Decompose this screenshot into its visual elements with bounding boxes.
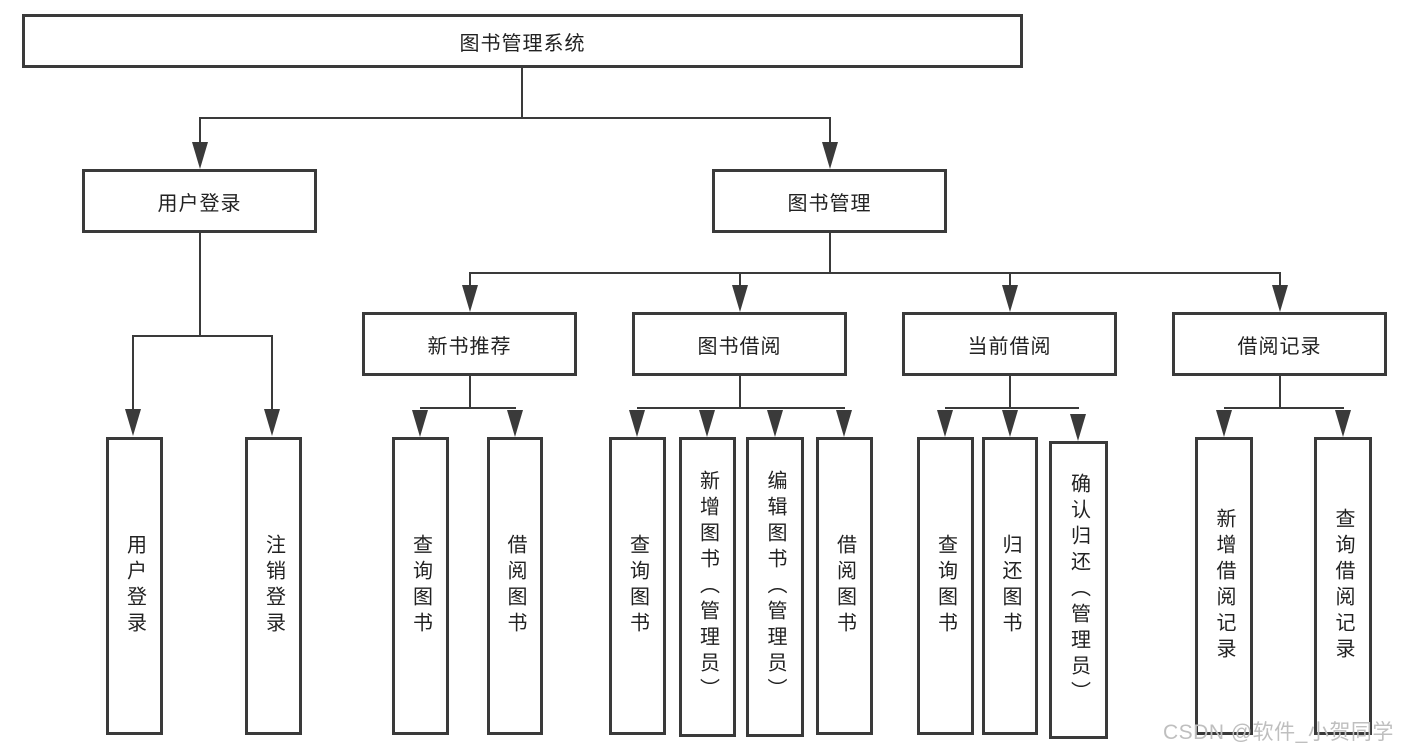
connector-line xyxy=(637,407,845,409)
leaf-logout: 注销登录 xyxy=(245,437,302,735)
leaf-label: 确认归还（管理员） xyxy=(1067,473,1090,707)
node-borrow-record: 借阅记录 xyxy=(1172,312,1387,376)
arrow-down-icon xyxy=(629,410,645,437)
leaf-label: 归还图书 xyxy=(999,534,1021,638)
leaf-label: 查询图书 xyxy=(626,534,649,638)
leaf-label: 查询图书 xyxy=(934,534,957,638)
leaf-label: 编辑图书（管理员） xyxy=(764,470,786,704)
connector-line xyxy=(132,335,134,410)
connector-line xyxy=(1279,272,1281,286)
connector-line xyxy=(271,335,273,410)
leaf-edit-book-admin: 编辑图书（管理员） xyxy=(746,437,804,737)
arrow-down-icon xyxy=(822,142,838,169)
connector-line xyxy=(199,117,831,119)
node-label: 用户登录 xyxy=(157,192,242,215)
arrow-down-icon xyxy=(1002,410,1018,437)
connector-line xyxy=(199,117,201,143)
arrow-down-icon xyxy=(836,410,852,437)
arrow-down-icon xyxy=(1002,285,1018,312)
leaf-label: 查询借阅记录 xyxy=(1332,508,1354,664)
node-current-borrow: 当前借阅 xyxy=(902,312,1117,376)
leaf-query-borrow-record: 查询借阅记录 xyxy=(1314,437,1372,735)
connector-line xyxy=(829,117,831,143)
leaf-label: 借阅图书 xyxy=(833,534,856,638)
leaf-add-borrow-record: 新增借阅记录 xyxy=(1195,437,1253,735)
connector-line xyxy=(1009,375,1011,409)
arrow-down-icon xyxy=(1272,285,1288,312)
node-book-borrow: 图书借阅 xyxy=(632,312,847,376)
node-book-management: 图书管理 xyxy=(712,169,947,233)
leaf-confirm-return-admin: 确认归还（管理员） xyxy=(1049,441,1108,739)
connector-line xyxy=(132,335,273,337)
arrow-down-icon xyxy=(462,285,478,312)
node-root-system: 图书管理系统 xyxy=(22,14,1023,68)
arrow-down-icon xyxy=(1216,410,1232,437)
arrow-down-icon xyxy=(937,410,953,437)
leaf-add-book-admin: 新增图书（管理员） xyxy=(679,437,736,737)
arrow-down-icon xyxy=(125,409,141,436)
watermark-text: CSDN @软件_小贺同学 xyxy=(1163,721,1394,744)
leaf-query-book: 查询图书 xyxy=(917,437,974,735)
leaf-borrow-book: 借阅图书 xyxy=(816,437,873,735)
connector-line xyxy=(1009,272,1011,286)
leaf-return-book: 归还图书 xyxy=(982,437,1038,735)
arrow-down-icon xyxy=(264,409,280,436)
node-label: 图书管理 xyxy=(787,192,872,215)
connector-line xyxy=(739,375,741,409)
node-new-book-recommend: 新书推荐 xyxy=(362,312,577,376)
leaf-query-book: 查询图书 xyxy=(392,437,449,735)
node-label: 新书推荐 xyxy=(427,335,512,358)
arrow-down-icon xyxy=(732,285,748,312)
connector-line xyxy=(469,272,1281,274)
leaf-borrow-book: 借阅图书 xyxy=(487,437,543,735)
leaf-label: 新增图书（管理员） xyxy=(696,470,719,704)
leaf-label: 用户登录 xyxy=(123,534,146,638)
leaf-label: 注销登录 xyxy=(262,534,285,638)
connector-line xyxy=(945,407,1079,409)
arrow-down-icon xyxy=(1335,410,1351,437)
arrow-down-icon xyxy=(412,410,428,437)
connector-line xyxy=(469,272,471,286)
leaf-user-login: 用户登录 xyxy=(106,437,163,735)
leaf-query-book: 查询图书 xyxy=(609,437,666,735)
connector-line xyxy=(1279,375,1281,409)
node-label: 图书借阅 xyxy=(697,335,782,358)
connector-line xyxy=(469,375,471,409)
connector-line xyxy=(829,232,831,274)
arrow-down-icon xyxy=(507,410,523,437)
arrow-down-icon xyxy=(699,410,715,437)
node-label: 图书管理系统 xyxy=(459,32,586,55)
leaf-label: 借阅图书 xyxy=(504,534,526,638)
node-user-login: 用户登录 xyxy=(82,169,317,233)
connector-line xyxy=(199,232,201,337)
node-label: 当前借阅 xyxy=(967,335,1052,358)
node-label: 借阅记录 xyxy=(1237,335,1322,358)
connector-line xyxy=(521,67,523,119)
arrow-down-icon xyxy=(767,410,783,437)
leaf-label: 查询图书 xyxy=(409,534,432,638)
leaf-label: 新增借阅记录 xyxy=(1213,508,1235,664)
connector-line xyxy=(1224,407,1344,409)
connector-line xyxy=(739,272,741,286)
arrow-down-icon xyxy=(1070,414,1086,441)
connector-line xyxy=(420,407,516,409)
arrow-down-icon xyxy=(192,142,208,169)
